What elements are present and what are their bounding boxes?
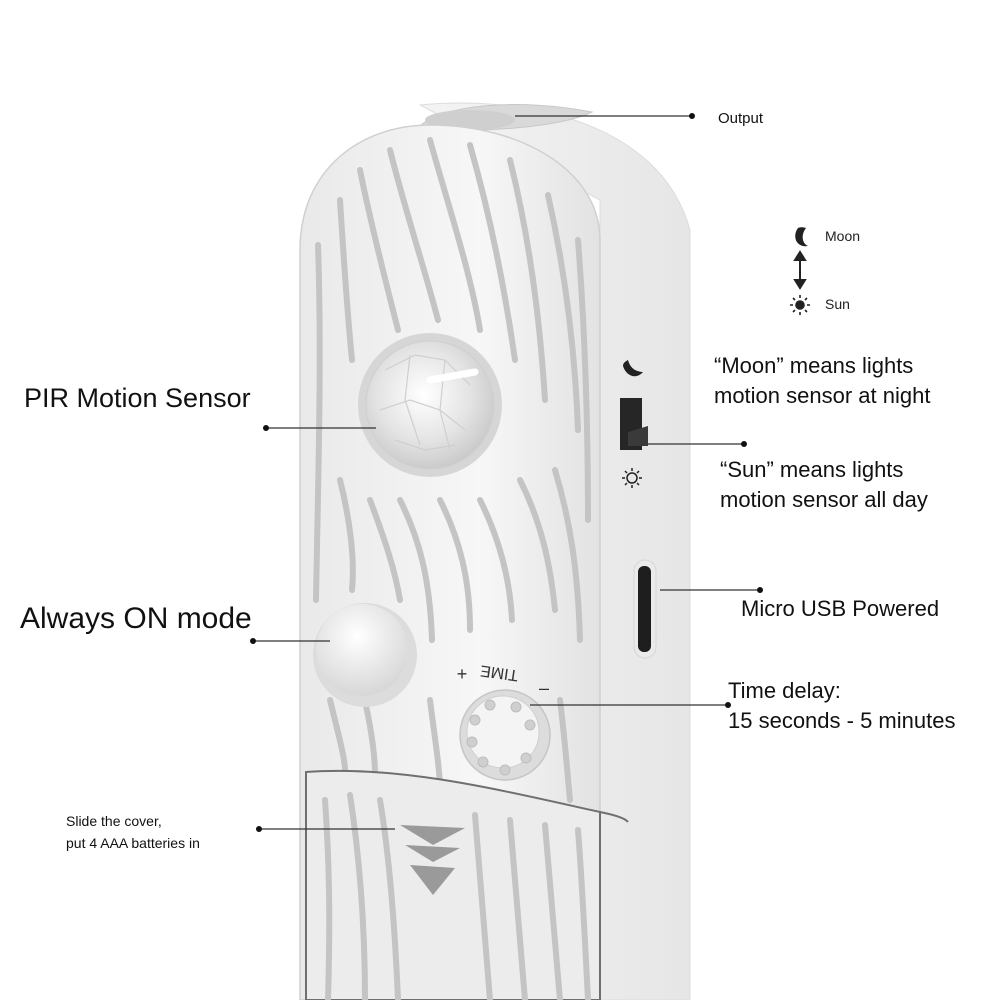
moon-icon — [795, 227, 808, 247]
time-delay-knob: TIME + – — [457, 661, 551, 781]
micro-usb-port — [633, 559, 657, 659]
up-down-arrow-icon — [793, 250, 807, 290]
time-delay-description: Time delay: 15 seconds - 5 minutes — [728, 676, 955, 736]
always-on-label: Always ON mode — [20, 602, 252, 635]
leader-lines — [250, 113, 763, 832]
battery-description: Slide the cover, put 4 AAA batteries in — [66, 810, 200, 854]
time-plus-sign: + — [457, 664, 468, 684]
legend-moon-label: Moon — [825, 228, 861, 244]
moon-mode-line-2: motion sensor at night — [714, 383, 931, 408]
switch-sun-icon — [622, 468, 642, 488]
pir-sensor-label: PIR Motion Sensor — [24, 383, 251, 413]
moon-mode-description: “Moon” means lights motion sensor at nig… — [714, 351, 930, 411]
slide-arrow-icon — [400, 825, 465, 895]
battery-cover — [305, 769, 629, 1000]
always-on-button — [313, 603, 417, 707]
output-label: Output — [718, 110, 764, 127]
legend-sun-label: Sun — [825, 296, 850, 312]
time-minus-sign: – — [539, 678, 549, 698]
usb-label: Micro USB Powered — [741, 596, 940, 621]
mode-switch — [620, 360, 648, 488]
time-dial-label: TIME — [479, 661, 519, 683]
device-side-face — [418, 102, 691, 1000]
sun-icon — [790, 295, 810, 315]
pir-sensor-dome — [358, 333, 502, 477]
moon-mode-line-1: “Moon” means lights — [714, 353, 914, 378]
sun-mode-line-2: motion sensor all day — [720, 487, 928, 512]
front-grooves — [313, 137, 591, 803]
legend — [790, 227, 810, 315]
sun-mode-description: “Sun” means lights motion sensor all day — [720, 455, 928, 515]
time-delay-line-1: Time delay: — [728, 678, 841, 703]
sun-mode-line-1: “Sun” means lights — [720, 457, 904, 482]
battery-line-1: Slide the cover, — [66, 813, 162, 829]
time-delay-line-2: 15 seconds - 5 minutes — [728, 708, 956, 733]
battery-line-2: put 4 AAA batteries in — [66, 835, 200, 851]
switch-moon-icon — [623, 360, 643, 377]
